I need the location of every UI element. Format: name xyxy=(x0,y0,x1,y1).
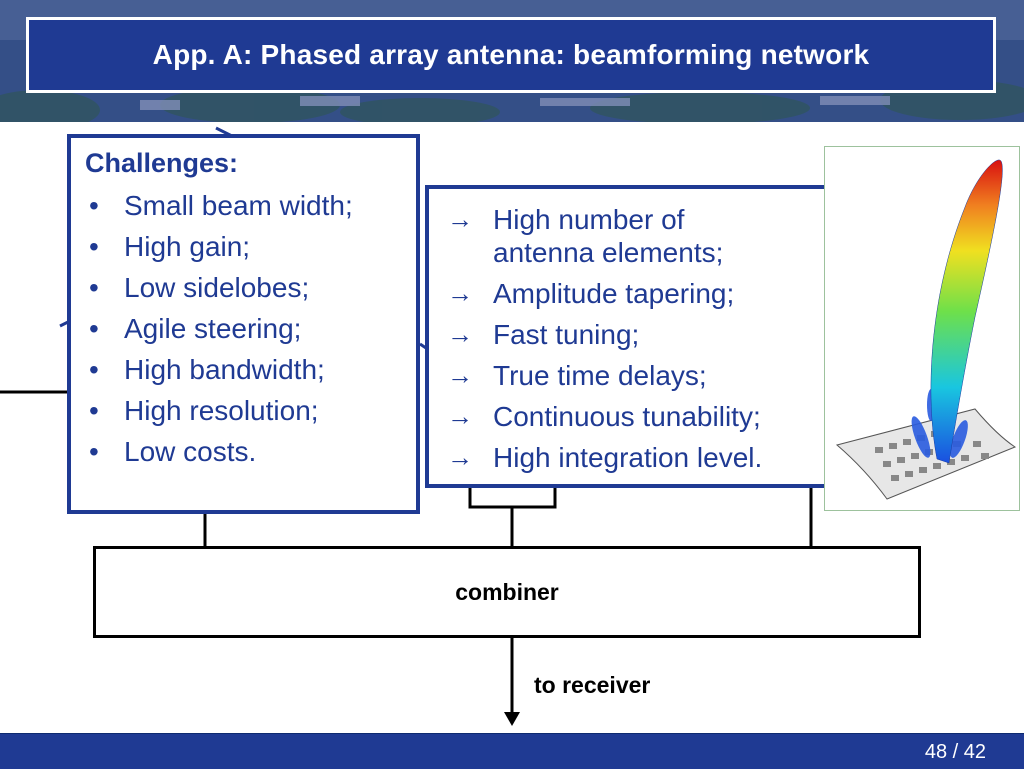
output-arrowhead xyxy=(504,712,520,726)
challenge-item: • Small beam width; xyxy=(85,185,416,226)
radiation-pattern-panel xyxy=(824,146,1020,511)
solution-item: → High integration level. xyxy=(443,441,829,474)
bullet-icon: • xyxy=(89,354,99,385)
solution-item: → Continuous tunability; xyxy=(443,400,829,433)
solution-text: High integration level. xyxy=(493,442,763,473)
solution-item: → Fast tuning; xyxy=(443,318,829,351)
challenge-text: High resolution; xyxy=(124,395,319,426)
right-arrow-icon: → xyxy=(447,319,473,349)
bullet-icon: • xyxy=(89,436,99,467)
challenge-text: High gain; xyxy=(124,231,251,262)
solution-text: Continuous tunability; xyxy=(493,401,761,432)
combiner-label: combiner xyxy=(455,578,559,605)
main-beam-lobe xyxy=(930,159,1003,464)
challenge-item: • Low costs. xyxy=(85,431,416,472)
solution-text: Amplitude tapering; xyxy=(493,278,735,309)
solution-item: → Amplitude tapering; xyxy=(443,277,829,310)
bullet-icon: • xyxy=(89,231,99,262)
right-arrow-icon: → xyxy=(447,278,473,308)
solution-item: → High number of antenna elements; xyxy=(443,203,829,269)
connector-left xyxy=(59,320,69,328)
challenge-text: Small beam width; xyxy=(124,190,353,221)
bullet-icon: • xyxy=(89,313,99,344)
bullet-icon: • xyxy=(89,395,99,426)
challenges-box: Challenges: • Small beam width; • High gai… xyxy=(67,134,420,514)
solution-item: → True time delays; xyxy=(443,359,829,392)
right-arrow-icon: → xyxy=(447,204,473,234)
bullet-icon: • xyxy=(89,190,99,221)
slide-header: App. A: Phased array antenna: beamformin… xyxy=(0,0,1024,122)
challenge-text: Low sidelobes; xyxy=(124,272,310,303)
challenge-item: • High gain; xyxy=(85,226,416,267)
right-arrow-icon: → xyxy=(447,401,473,431)
challenges-heading: Challenges: xyxy=(85,148,239,178)
receiver-label: to receiver xyxy=(534,672,651,698)
challenge-text: High bandwidth; xyxy=(124,354,325,385)
right-arrow-icon: → xyxy=(447,442,473,472)
challenge-item: • Low sidelobes; xyxy=(85,267,416,308)
slide-footer: 48 / 42 xyxy=(0,733,1024,769)
combiner-block: combiner xyxy=(93,546,921,638)
delay-block-bracket xyxy=(468,485,557,509)
solution-text: True time delays; xyxy=(493,360,707,391)
challenge-item: • High bandwidth; xyxy=(85,349,416,390)
challenge-item: • Agile steering; xyxy=(85,308,416,349)
radiation-pattern-image xyxy=(835,159,1017,500)
bullet-icon: • xyxy=(89,272,99,303)
challenge-text: Agile steering; xyxy=(124,313,302,344)
page-number: 48 / 42 xyxy=(924,741,986,763)
title-box: App. A: Phased array antenna: beamformin… xyxy=(26,17,996,93)
solution-text: Fast tuning; xyxy=(493,319,640,350)
right-arrow-icon: → xyxy=(447,360,473,390)
slide-title: App. A: Phased array antenna: beamformin… xyxy=(152,39,870,70)
solution-text: High number of antenna elements; xyxy=(493,204,724,268)
solutions-box: → High number of antenna elements; → Ampli… xyxy=(425,185,833,488)
challenge-text: Low costs. xyxy=(124,436,257,467)
challenge-item: • High resolution; xyxy=(85,390,416,431)
